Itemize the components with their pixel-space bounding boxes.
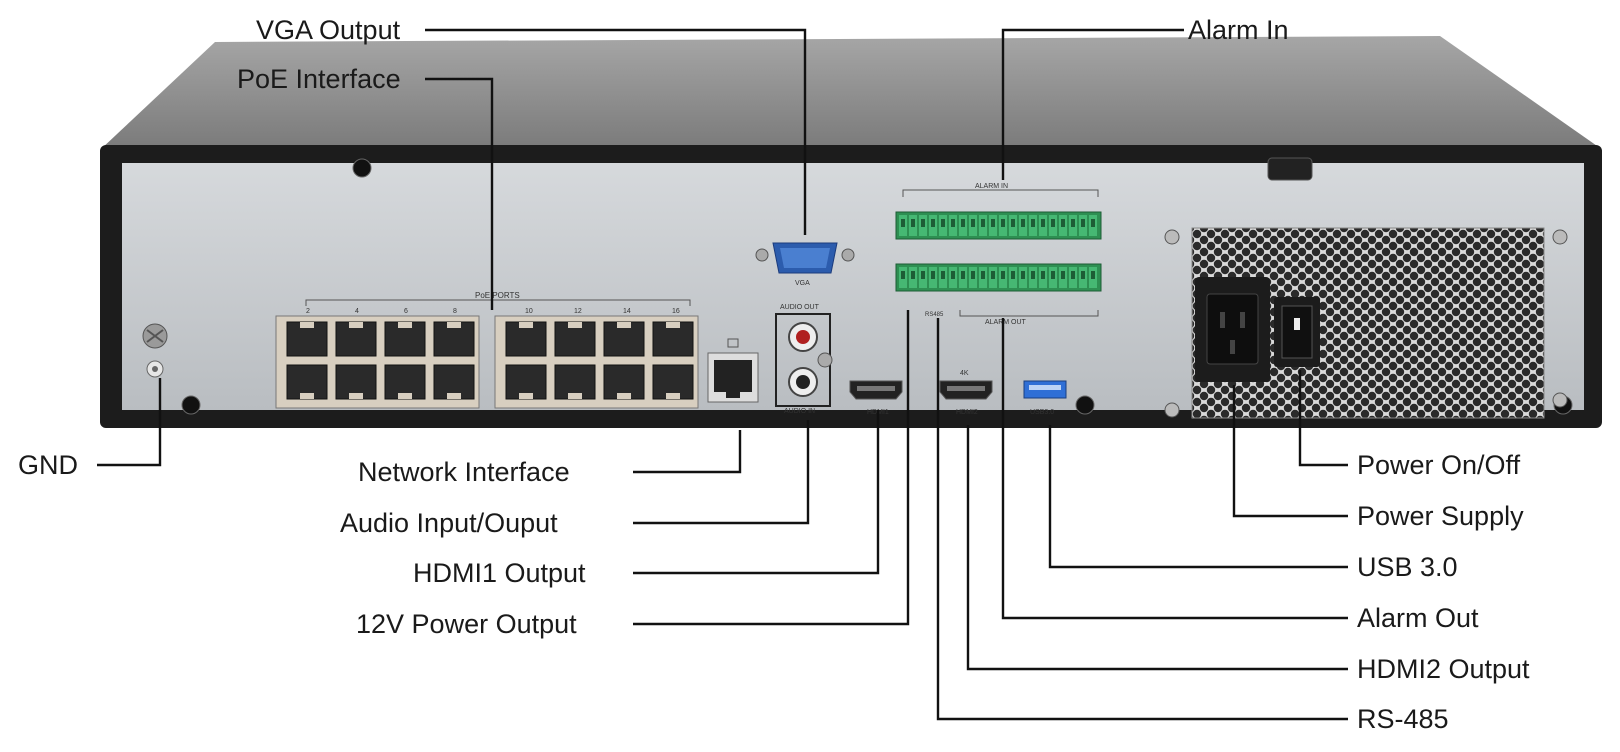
alarm-out-terminal-row (895, 263, 1102, 292)
vga-port (755, 242, 855, 274)
alarm-out-bracket (959, 310, 1099, 317)
alarm-in-panel-label: ALARM IN (975, 183, 1008, 190)
alarm-out-panel-label: ALARM OUT (985, 319, 1027, 326)
poe-port-number: 10 (525, 308, 533, 315)
poe-port (652, 321, 694, 357)
poe-ports (286, 321, 694, 400)
chassis-top (100, 36, 1600, 150)
hdmi2-label: HDMI2 (956, 409, 978, 416)
power-inlet (1195, 277, 1270, 382)
poe-port (384, 321, 426, 357)
hdmi1-port (849, 380, 903, 400)
audio-ports (775, 313, 833, 407)
vga-label: VGA (795, 280, 810, 287)
poe-ports-bracket (305, 299, 691, 306)
usb3-port (1023, 380, 1067, 399)
poe-port (384, 364, 426, 400)
poe-port (554, 364, 596, 400)
poe-port (286, 364, 328, 400)
poe-port-number: 2 (306, 308, 310, 315)
callout-hdmi2-output: HDMI2 Output (1357, 654, 1530, 684)
hdmi2-4k-label: 4K (960, 370, 969, 377)
alarm-in-terminal-row (895, 211, 1102, 240)
rs485-panel-label: RS485 (925, 312, 944, 318)
callout-power-on-off: Power On/Off (1357, 450, 1521, 480)
poe-port (652, 364, 694, 400)
poe-port-number: 6 (404, 308, 408, 315)
alarm-terminals (895, 211, 1102, 292)
poe-port-number: 16 (672, 308, 680, 315)
poe-port (433, 364, 475, 400)
callout-audio-io: Audio Input/Ouput (340, 508, 558, 538)
callout-power-supply: Power Supply (1357, 501, 1524, 531)
network-interface-port (707, 338, 759, 403)
poe-port (603, 321, 645, 357)
poe-port (335, 321, 377, 357)
callout-alarm-out: Alarm Out (1357, 603, 1479, 633)
gnd-terminal (142, 323, 168, 378)
callout-12v-power-output: 12V Power Output (356, 609, 577, 639)
poe-port-numbers: 2 4 6 8 10 12 14 16 (306, 308, 680, 315)
callout-poe-interface: PoE Interface (237, 64, 401, 94)
poe-port (335, 364, 377, 400)
hdmi2-port (939, 380, 993, 400)
poe-port (554, 321, 596, 357)
leader-lines (97, 28, 1348, 721)
poe-port-number: 8 (453, 308, 457, 315)
poe-port (505, 321, 547, 357)
callout-vga-output: VGA Output (256, 15, 401, 45)
poe-port (433, 321, 475, 357)
psu-screws (1164, 229, 1568, 418)
poe-port-number: 12 (574, 308, 582, 315)
audio-out-label: AUDIO OUT (780, 304, 820, 311)
callout-network-interface: Network Interface (358, 457, 570, 487)
latch-slot (1267, 157, 1313, 181)
callout-hdmi1-output: HDMI1 Output (413, 558, 586, 588)
poe-port (603, 364, 645, 400)
poe-port (505, 364, 547, 400)
poe-ports-label: PoE PORTS (475, 291, 520, 300)
callout-rs485: RS-485 (1357, 704, 1449, 734)
callout-gnd: GND (18, 450, 78, 480)
callout-alarm-in: Alarm In (1188, 15, 1289, 45)
callout-usb3: USB 3.0 (1357, 552, 1458, 582)
poe-port (286, 321, 328, 357)
usb3-label: USB3.0 (1030, 409, 1054, 416)
poe-port-number: 4 (355, 308, 359, 315)
poe-port-number: 14 (623, 308, 631, 315)
audio-in-label: AUDIO IN (784, 408, 815, 415)
power-switch (1274, 297, 1320, 367)
alarm-in-bracket (902, 189, 1099, 197)
